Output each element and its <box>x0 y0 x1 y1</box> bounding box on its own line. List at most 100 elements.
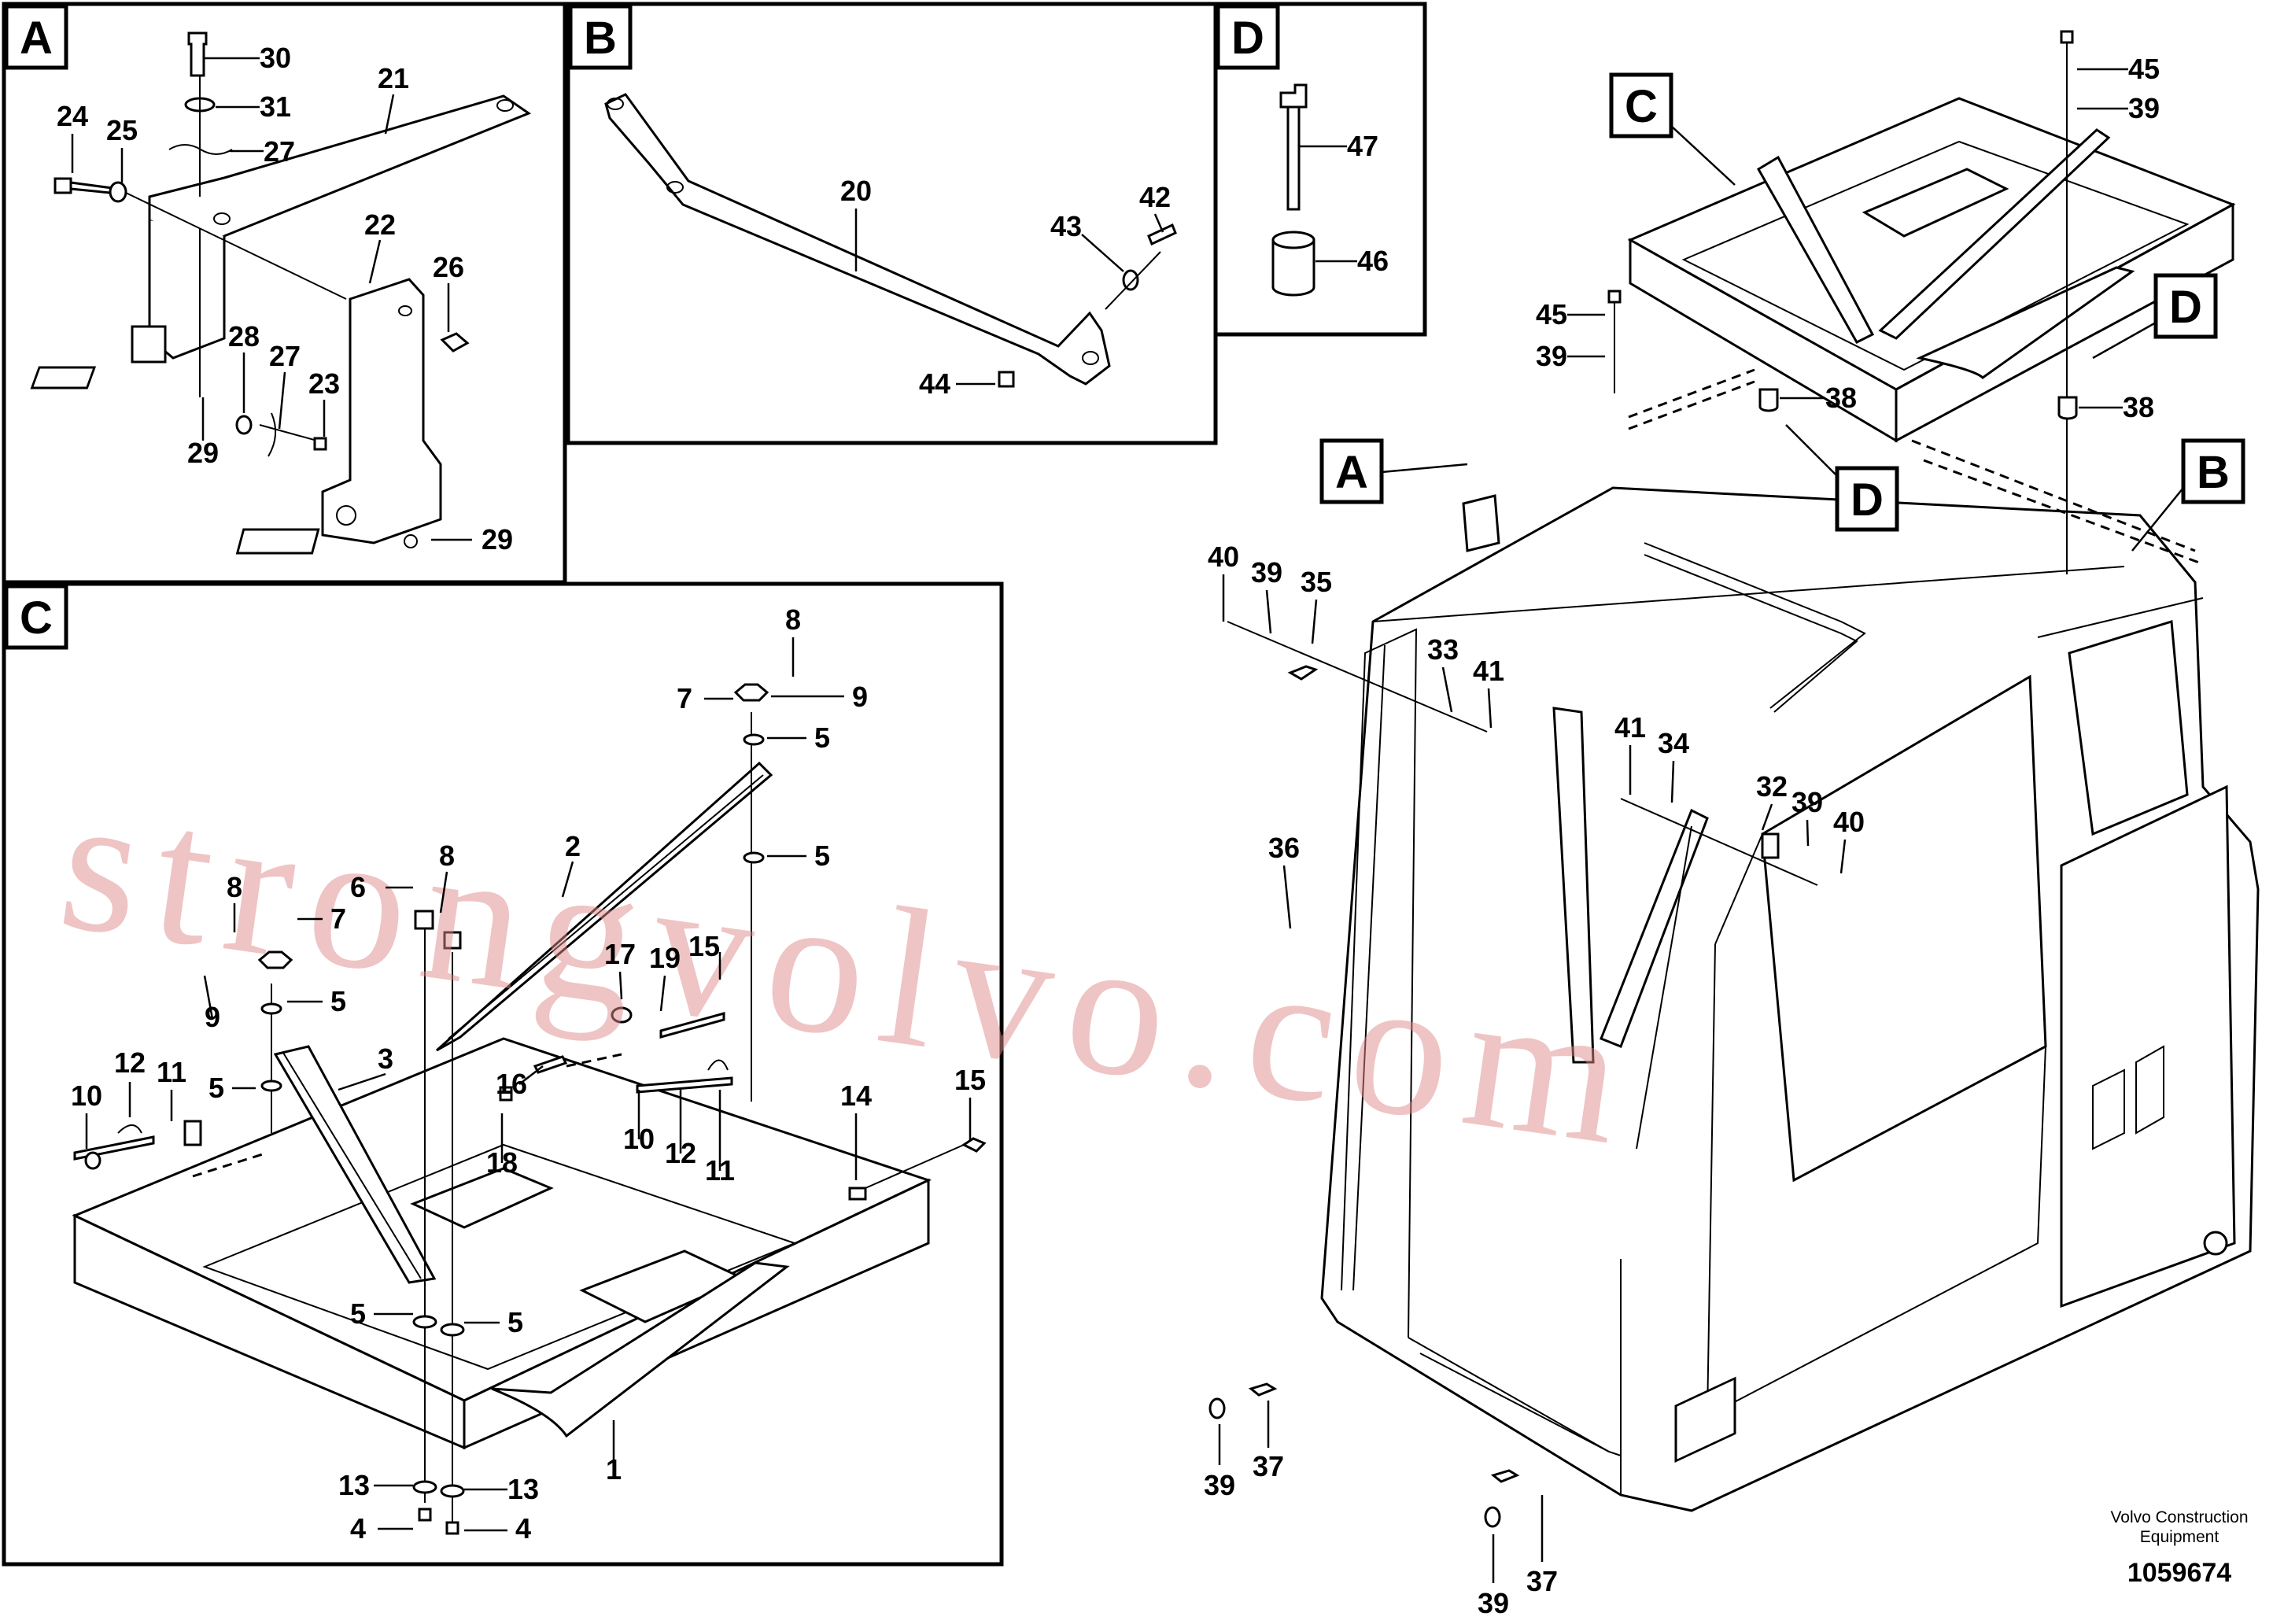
part-number-main: 35 <box>1301 566 1332 598</box>
footer-brand-line1: Volvo Construction <box>2110 1508 2248 1526</box>
part-number-c: 7 <box>330 902 346 935</box>
part-number-c: 8 <box>785 603 801 636</box>
part-number-a: 29 <box>187 437 219 469</box>
part-number-c: 1 <box>606 1453 622 1486</box>
part-number-c: 5 <box>814 722 830 754</box>
panel-b-frame <box>566 2 1218 445</box>
leader-line <box>659 975 666 1012</box>
part-number-main: 40 <box>1833 806 1865 838</box>
callout-d2: D <box>1785 424 1899 532</box>
part-number-c: 15 <box>954 1064 986 1096</box>
leader-line <box>1441 666 1453 713</box>
part-number-main: 39 <box>1251 556 1282 589</box>
panel-b-tag: B <box>568 4 633 70</box>
part-number-b: 42 <box>1139 181 1171 213</box>
callout-d1-text: D <box>2169 282 2202 333</box>
bracket-21 <box>148 94 532 247</box>
callout-b: B <box>2131 438 2245 552</box>
spacer-38-a <box>1758 388 1779 412</box>
part-number-c: 6 <box>350 871 366 903</box>
panel-d-drawing <box>1271 83 1315 297</box>
part-number-main: 37 <box>1253 1450 1284 1482</box>
panel-a-tag: A <box>4 4 68 70</box>
part-number-c: 5 <box>814 840 830 872</box>
callout-c: C <box>1609 72 1736 186</box>
part-number-main: 40 <box>1208 541 1239 573</box>
part-number-c: 9 <box>852 681 868 713</box>
part-number-c: 12 <box>114 1046 146 1079</box>
part-number-d: 46 <box>1357 245 1389 277</box>
leader-line <box>1153 213 1164 233</box>
footer: Volvo Construction Equipment 1059674 <box>2110 1508 2248 1588</box>
panel-d-tag-text: D <box>1231 13 1264 64</box>
part-number-c: 9 <box>205 1001 220 1033</box>
part-number-a: 27 <box>269 340 301 372</box>
part-number-c: 2 <box>565 830 581 862</box>
part-number-main: 39 <box>1204 1469 1235 1501</box>
cab-drawing <box>1208 30 2260 1528</box>
panel-c-tag-text: C <box>20 592 53 644</box>
part-number-main: 37 <box>1526 1565 1558 1597</box>
callout-a: A <box>1319 438 1468 504</box>
panel-c-tag: C <box>4 584 68 650</box>
part-number-main: 45 <box>2128 53 2160 85</box>
part-number-c: 3 <box>378 1043 393 1075</box>
part-number-b: 44 <box>919 367 950 400</box>
leader-line <box>1806 819 1810 847</box>
leader-line <box>1670 760 1675 803</box>
panel-c-drawing <box>72 683 987 1535</box>
part-number-a: 21 <box>378 62 409 94</box>
part-number-c: 4 <box>515 1512 531 1545</box>
part-number-c: 10 <box>623 1123 655 1155</box>
panel-a-tag-text: A <box>20 13 53 64</box>
part-number-a: 27 <box>264 135 295 168</box>
bracket-22 <box>321 278 442 544</box>
leader-line <box>518 1065 544 1085</box>
part-number-main: 41 <box>1473 655 1504 687</box>
part-number-c: 14 <box>840 1080 872 1112</box>
part-number-a: 23 <box>308 367 340 400</box>
part-number-c: 5 <box>507 1306 523 1338</box>
part-number-c: 15 <box>688 930 720 962</box>
part-number-c: 4 <box>350 1512 366 1545</box>
leader-line <box>1839 839 1847 874</box>
part-number-c: 11 <box>157 1056 186 1088</box>
leader-line <box>561 861 574 898</box>
leader-line <box>278 371 286 430</box>
panel-d-frame <box>1213 2 1427 337</box>
leader-line <box>1081 234 1124 272</box>
spacer-46 <box>1271 238 1315 297</box>
part-number-c: 17 <box>604 938 636 970</box>
part-number-main: 38 <box>2123 391 2154 423</box>
part-number-b: 43 <box>1050 210 1082 242</box>
part-number-a: 25 <box>106 114 138 146</box>
part-number-main: 36 <box>1268 832 1300 864</box>
callout-d1: D <box>2092 273 2218 360</box>
part-number-main: 39 <box>1791 786 1823 818</box>
panel-a-drawing <box>30 31 532 555</box>
leader-line <box>1761 803 1773 831</box>
part-number-b: 20 <box>840 175 872 207</box>
part-number-main: 45 <box>1536 298 1567 330</box>
part-number-c: 5 <box>330 985 346 1017</box>
part-number-c: 8 <box>227 871 242 903</box>
part-number-main: 34 <box>1658 727 1689 759</box>
leader-line <box>618 971 623 1000</box>
part-number-main: 39 <box>2128 92 2160 124</box>
part-number-main: 33 <box>1427 633 1459 666</box>
part-number-c: 19 <box>649 942 681 974</box>
leader-line <box>1282 865 1292 929</box>
part-number-a: 29 <box>482 523 513 555</box>
leader-line <box>1487 688 1493 729</box>
leader-line <box>368 239 382 284</box>
support-rod-20 <box>604 93 1111 386</box>
part-number-c: 8 <box>439 840 455 872</box>
spacer-38-b <box>2057 396 2078 420</box>
part-number-a: 26 <box>433 251 464 283</box>
footer-brand-line2: Equipment <box>2140 1528 2219 1546</box>
part-number-c: 11 <box>705 1154 735 1187</box>
leader-line <box>439 871 448 914</box>
part-number-c: 12 <box>665 1137 696 1169</box>
